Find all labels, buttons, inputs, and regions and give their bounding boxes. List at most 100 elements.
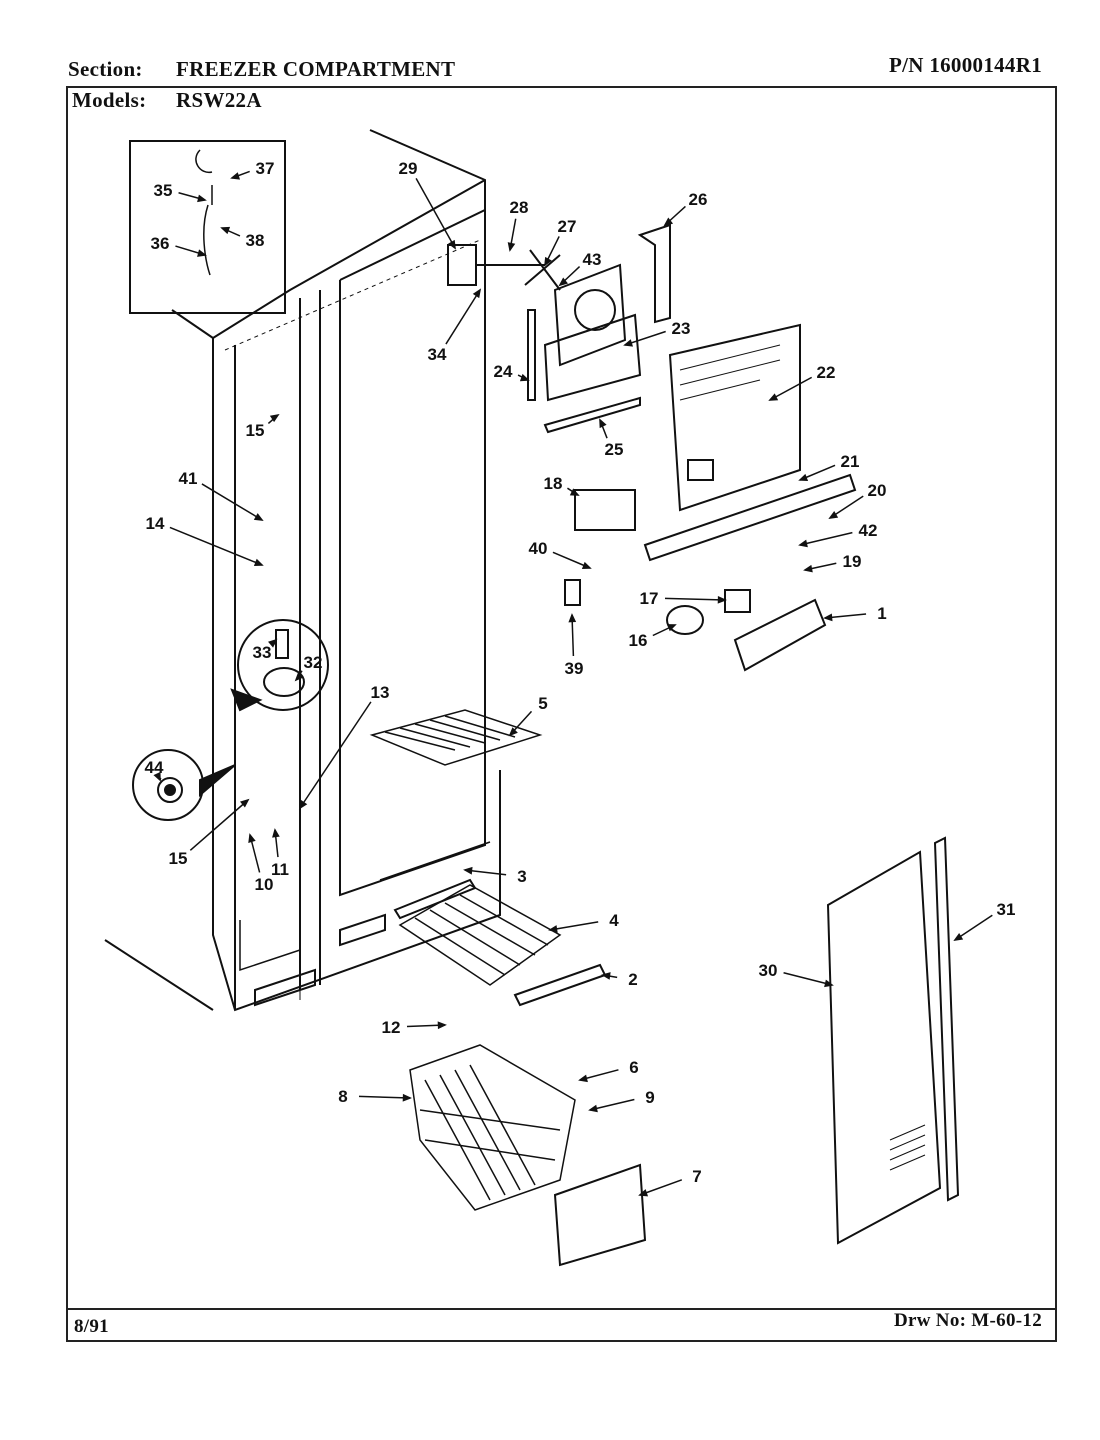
callout-6: 6 [629, 1058, 638, 1077]
leader-line-41 [201, 483, 263, 521]
leader-line-14 [169, 526, 263, 566]
arrowhead [544, 256, 552, 267]
footer-divider [66, 1308, 1057, 1310]
callout-8: 8 [338, 1087, 347, 1106]
leader-line-31 [954, 914, 993, 941]
arrowhead [638, 1189, 649, 1197]
arrowhead [294, 672, 304, 682]
arrowhead [197, 194, 207, 203]
arrowhead [507, 242, 516, 252]
leader-line-8 [358, 1095, 411, 1099]
arrowhead [953, 932, 964, 942]
models-value: RSW22A [176, 88, 262, 112]
arrowhead [666, 624, 677, 632]
arrowhead [558, 277, 569, 287]
basket-front [553, 1163, 647, 1267]
arrowhead [248, 833, 256, 843]
arrowhead [798, 473, 809, 482]
leader-line-29 [415, 177, 456, 249]
callout-1: 1 [877, 604, 886, 623]
callout-41: 41 [179, 469, 198, 488]
arrowhead [269, 413, 280, 423]
arrowhead [239, 798, 250, 808]
arrowhead [803, 564, 813, 573]
callout-23: 23 [672, 319, 691, 338]
arrowhead [437, 1021, 447, 1030]
arrowhead [548, 925, 558, 933]
callout-39: 39 [565, 659, 584, 678]
callout-20: 20 [868, 481, 887, 500]
callout-4: 4 [609, 911, 619, 930]
drawing-number: Drw No: M-60-12 [893, 1310, 1042, 1331]
callout-33: 33 [253, 643, 272, 662]
callout-38: 38 [246, 231, 265, 250]
leader-line-34 [445, 289, 481, 345]
section-label: Section: [68, 57, 143, 81]
callout-14: 14 [146, 514, 165, 533]
callout-28: 28 [510, 198, 529, 217]
arrowhead [472, 288, 482, 299]
side-panel [826, 850, 942, 1245]
arrowhead [508, 727, 518, 737]
arrowhead [599, 418, 607, 429]
arrowhead [463, 866, 473, 875]
light-shield [733, 598, 827, 672]
light-bracket [643, 473, 857, 562]
leader-line-17 [664, 597, 726, 601]
arrowhead [823, 613, 833, 622]
callout-2: 2 [628, 970, 637, 989]
wire-shelf-lower [398, 884, 562, 986]
callout-30: 30 [759, 961, 778, 980]
arrowhead [588, 1104, 598, 1113]
callout-35: 35 [154, 181, 173, 200]
callout-15: 15 [246, 421, 265, 440]
leader-line-30 [783, 972, 833, 986]
arrowhead [402, 1093, 412, 1102]
arrowhead [519, 373, 530, 382]
callout-16: 16 [629, 631, 648, 650]
leader-line-42 [799, 531, 853, 546]
callout-26: 26 [689, 190, 708, 209]
arrowhead [298, 799, 308, 810]
leader-line-22 [769, 376, 813, 401]
fan-motor-assembly [447, 223, 671, 434]
section-title: FREEZER COMPARTMENT [176, 57, 456, 81]
arrowhead [220, 226, 231, 235]
callout-43: 43 [583, 250, 602, 269]
inset-circle-32-33 [237, 619, 329, 711]
callout-12: 12 [382, 1018, 401, 1037]
arrowhead [253, 513, 264, 521]
drawing-frame [66, 86, 1057, 1342]
arrowhead [268, 638, 278, 648]
callout-9: 9 [645, 1088, 654, 1107]
part-number: P/N 16000144R1 [889, 53, 1042, 77]
callout-5: 5 [538, 694, 547, 713]
evaporator-cover [668, 323, 801, 512]
arrowhead [153, 771, 161, 782]
callout-19: 19 [843, 552, 862, 571]
arrowhead [663, 217, 674, 227]
leader-line-15 [189, 799, 249, 851]
arrowhead [601, 972, 611, 980]
arrowhead [230, 172, 241, 180]
callout-31: 31 [997, 900, 1016, 919]
arrowhead [197, 249, 207, 257]
callout-10: 10 [255, 875, 274, 894]
arrowhead [568, 613, 577, 623]
leader-line-13 [299, 701, 372, 809]
arrowhead [581, 561, 592, 570]
callout-21: 21 [841, 452, 860, 471]
arrowhead [717, 595, 727, 604]
callout-24: 24 [494, 362, 513, 381]
leader-line-7 [639, 1179, 683, 1196]
callout-7: 7 [692, 1167, 701, 1186]
inset-detail-box [129, 140, 286, 314]
light-bulb [666, 605, 704, 635]
callout-13: 13 [371, 683, 390, 702]
callout-18: 18 [544, 474, 563, 493]
callout-11: 11 [271, 860, 289, 879]
wire-shelf-upper [369, 709, 543, 766]
callout-34: 34 [428, 345, 447, 364]
callout-27: 27 [558, 217, 577, 236]
